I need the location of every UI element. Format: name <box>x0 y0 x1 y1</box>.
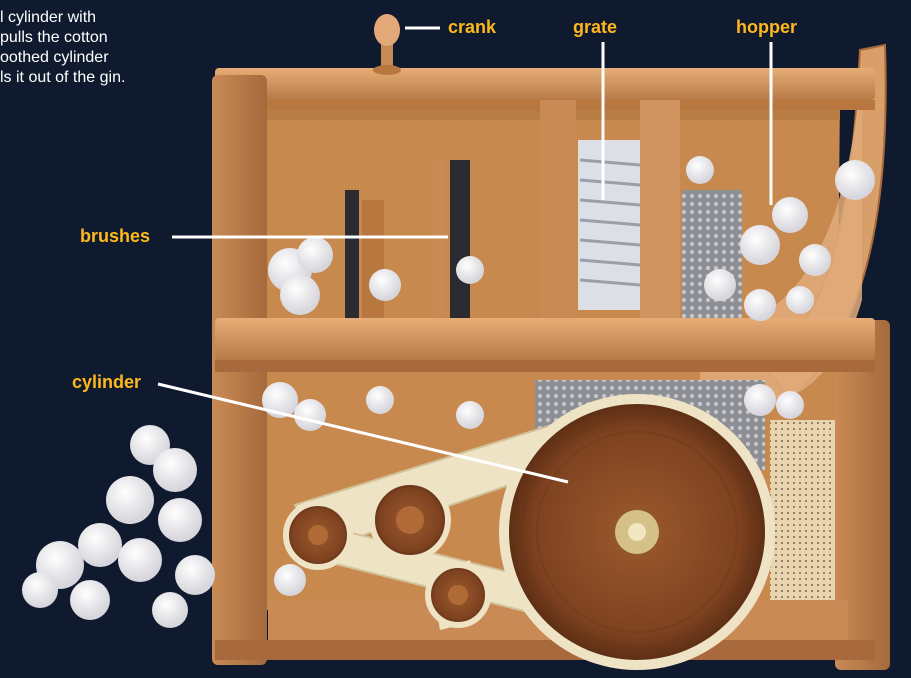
grate <box>578 140 640 310</box>
hopper-label: hopper <box>736 17 797 37</box>
brushes-label: brushes <box>80 226 150 246</box>
cylinder-label: cylinder <box>72 372 141 392</box>
crank-knob <box>373 14 401 75</box>
seed-tray <box>770 420 835 610</box>
grate-label: grate <box>573 17 617 37</box>
middle-shelf <box>215 318 875 372</box>
crank-label: crank <box>448 17 496 37</box>
intro-text: l cylinder with pulls the cotton oothed … <box>0 8 190 88</box>
large-wheel <box>499 394 775 670</box>
